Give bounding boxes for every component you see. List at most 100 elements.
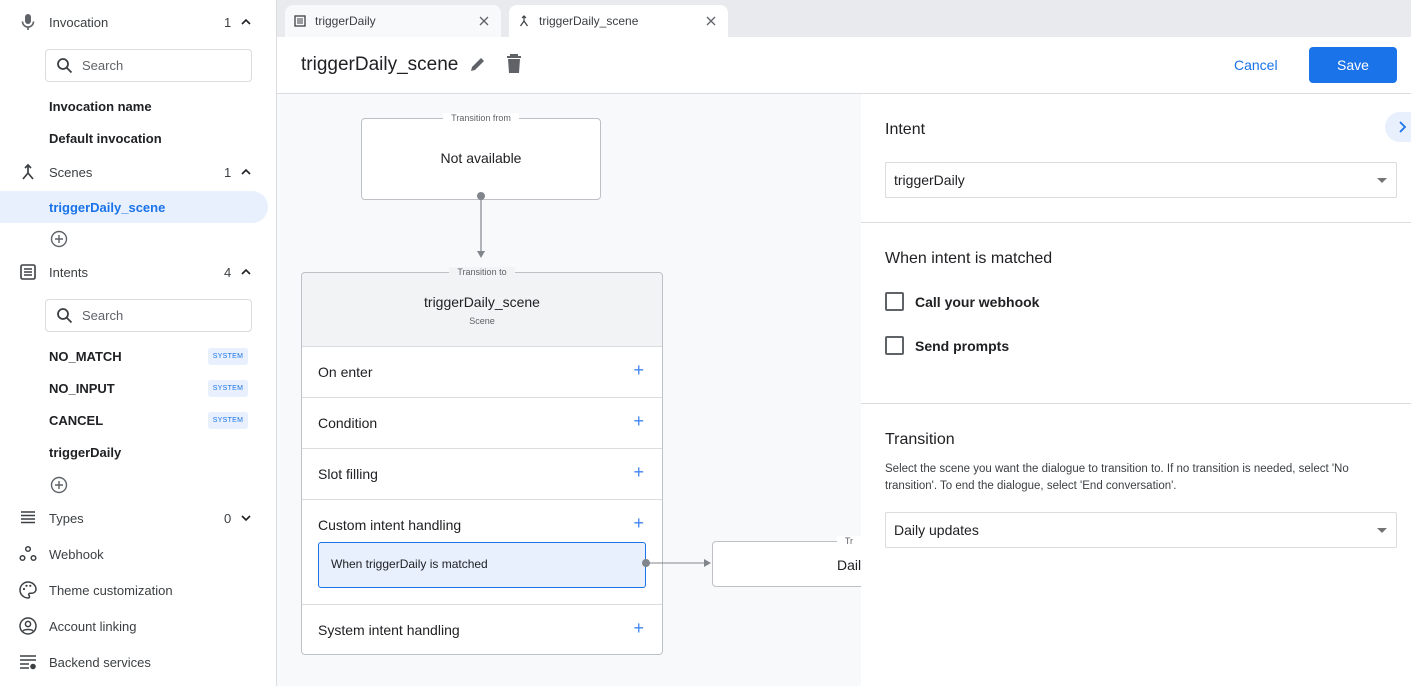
node-value: Not available: [440, 150, 522, 166]
page-title: triggerDaily_scene: [301, 54, 459, 75]
row-condition[interactable]: Condition +: [302, 397, 662, 448]
row-on-enter[interactable]: On enter+: [302, 346, 662, 397]
intent-section-title: Intent: [885, 121, 926, 138]
add-icon[interactable]: +: [633, 462, 644, 482]
intent-handler-item[interactable]: When triggerDaily is matched: [318, 542, 646, 588]
add-icon[interactable]: +: [633, 513, 644, 533]
transition-select[interactable]: Daily updates: [885, 512, 1397, 548]
transition-from-node[interactable]: Transition from Not available: [361, 113, 601, 200]
sidebar-item-intent[interactable]: CANCEL: [49, 413, 104, 428]
row-system-intent-handling[interactable]: System intent handling+: [302, 604, 662, 655]
cancel-button[interactable]: Cancel: [1234, 57, 1278, 73]
scene-icon: [520, 15, 528, 27]
chevron-up-icon[interactable]: [240, 266, 252, 278]
editor-header: triggerDaily_scene Cancel Save: [277, 37, 1411, 94]
dropdown-arrow-icon: [1377, 178, 1387, 183]
add-icon[interactable]: +: [633, 411, 644, 431]
node-value: Dail: [837, 557, 861, 573]
delete-icon[interactable]: [505, 54, 523, 74]
row-label: Condition: [318, 415, 378, 431]
tab-label: triggerDaily_scene: [539, 14, 639, 28]
divider: [861, 222, 1411, 223]
close-icon[interactable]: [706, 16, 716, 26]
sidebar-item-intent[interactable]: triggerDaily: [49, 445, 122, 460]
transition-to-node: Transition to triggerDaily_scene Scene O…: [301, 267, 663, 655]
checkbox-icon: [885, 292, 904, 311]
description-line: transition'. To end the dialogue, select…: [885, 480, 1177, 492]
select-value: Daily updates: [894, 522, 979, 538]
sidebar-item-default-invocation[interactable]: Default invocation: [49, 131, 162, 146]
connector-arrow: [477, 192, 485, 258]
intent-select[interactable]: triggerDaily: [885, 162, 1397, 198]
transition-description: Select the scene you want the dialogue t…: [885, 461, 1349, 495]
intent-icon: [294, 15, 306, 27]
search-placeholder: Search: [82, 58, 124, 73]
row-slot-filling[interactable]: Slot filling+: [302, 448, 662, 499]
flow-canvas: Transition from Not available Transition…: [277, 94, 861, 686]
sidebar-section-scenes[interactable]: Scenes 1: [0, 157, 270, 187]
select-value: triggerDaily: [894, 172, 965, 188]
scene-subtitle: Scene: [469, 316, 495, 326]
sidebar-section-intents[interactable]: Intents 4: [0, 257, 270, 287]
sidebar-item-account-linking[interactable]: Account linking: [0, 611, 270, 641]
save-button[interactable]: Save: [1309, 47, 1397, 83]
divider: [861, 403, 1411, 404]
search-placeholder: Search: [82, 308, 124, 323]
section-label: Scenes: [49, 164, 93, 180]
add-icon[interactable]: +: [633, 618, 644, 638]
checkbox-label: Send prompts: [915, 337, 1010, 354]
transition-target-node[interactable]: Tr Dail: [712, 536, 861, 587]
chevron-up-icon[interactable]: [240, 166, 252, 178]
palette-icon: [19, 581, 37, 599]
intents-search-input[interactable]: Search: [45, 299, 252, 332]
description-line: Select the scene you want the dialogue t…: [885, 463, 1349, 475]
chevron-right-icon: [1399, 121, 1407, 133]
sidebar-item-intent[interactable]: NO_INPUT: [49, 381, 115, 396]
tab-triggerdaily-scene[interactable]: triggerDaily_scene: [509, 5, 728, 37]
row-custom-intent-handling: Custom intent handling + When triggerDail…: [302, 499, 662, 604]
node-legend: Transition from: [443, 113, 519, 123]
transition-section-title: Transition: [885, 431, 955, 448]
tab-triggerdaily[interactable]: triggerDaily: [285, 5, 501, 37]
item-label: Account linking: [49, 618, 137, 634]
sidebar-section-invocation[interactable]: Invocation 1: [0, 7, 270, 37]
tab-label: triggerDaily: [315, 14, 376, 28]
system-badge: SYSTEM: [208, 412, 248, 429]
chevron-down-icon[interactable]: [240, 512, 252, 524]
section-count: 1: [224, 14, 232, 30]
section-count: 0: [224, 510, 232, 526]
invocation-search-input[interactable]: Search: [45, 49, 252, 82]
collapse-panel-button[interactable]: [1385, 112, 1411, 142]
sidebar-item-intent[interactable]: NO_MATCH: [49, 349, 122, 364]
section-count: 1: [224, 164, 232, 180]
sidebar-section-types[interactable]: Types 0: [0, 503, 270, 533]
row-label: Custom intent handling: [318, 517, 462, 533]
send-prompts-checkbox[interactable]: Send prompts: [885, 336, 1009, 355]
sidebar-item-backend-services[interactable]: Backend services: [0, 647, 270, 677]
chevron-up-icon[interactable]: [240, 16, 252, 28]
sidebar-item-webhook[interactable]: Webhook: [0, 539, 270, 569]
item-label: Webhook: [49, 546, 104, 562]
checkbox-label: Call your webhook: [915, 293, 1040, 310]
system-badge: SYSTEM: [208, 348, 248, 365]
checkbox-icon: [885, 336, 904, 355]
call-webhook-checkbox[interactable]: Call your webhook: [885, 292, 1039, 311]
item-label: Backend services: [49, 654, 151, 670]
sidebar-item-theme[interactable]: Theme customization: [0, 575, 270, 605]
item-label: Theme customization: [49, 582, 173, 598]
matched-section-title: When intent is matched: [885, 250, 1053, 267]
section-label: Types: [49, 510, 84, 526]
sidebar-item-invocation-name[interactable]: Invocation name: [49, 99, 152, 114]
tab-bar: triggerDaily triggerDaily_scene: [277, 0, 1411, 37]
sidebar: Invocation 1 Search Invocation name Defa…: [0, 0, 277, 686]
intent-icon: [20, 264, 36, 280]
sidebar-item-scene-selected[interactable]: triggerDaily_scene: [0, 191, 268, 223]
edit-icon[interactable]: [469, 55, 487, 73]
add-intent-icon[interactable]: [50, 476, 68, 494]
connector-arrow: [642, 559, 711, 567]
add-scene-icon[interactable]: [50, 230, 68, 248]
system-badge: SYSTEM: [208, 380, 248, 397]
close-icon[interactable]: [479, 16, 489, 26]
section-label: Intents: [49, 264, 89, 280]
add-icon[interactable]: +: [633, 360, 644, 380]
